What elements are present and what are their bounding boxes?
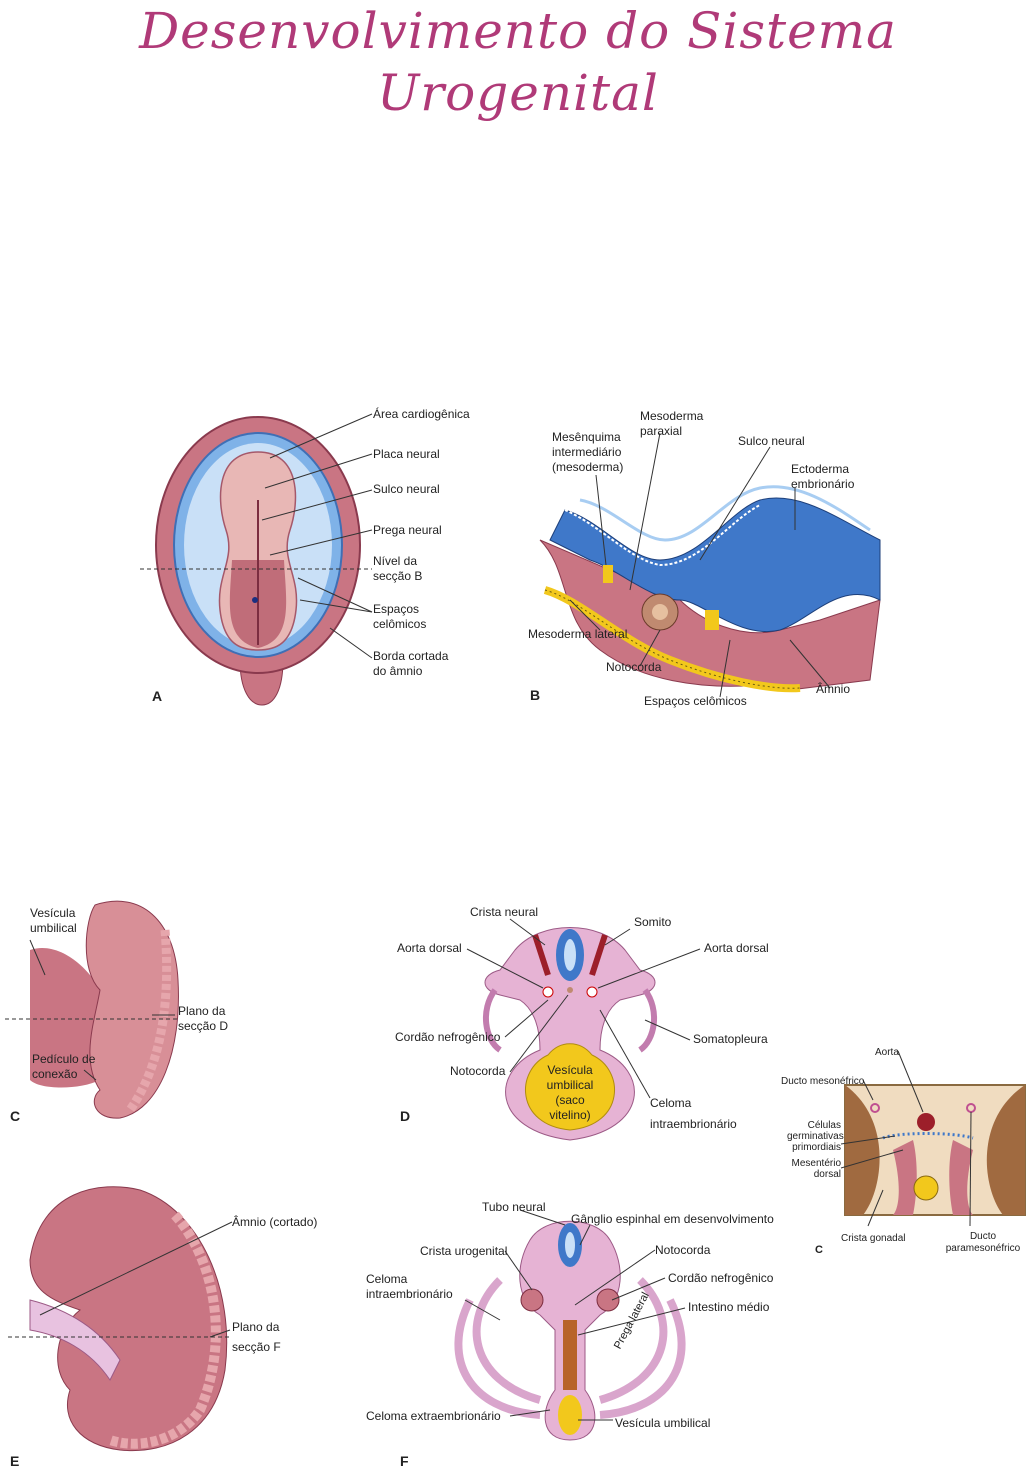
label-mesoderma-lateral: Mesoderma lateral: [528, 627, 628, 641]
label-amnio-cortado: Âmnio (cortado): [232, 1215, 318, 1229]
panel-b: B: [530, 687, 541, 703]
label-somito: Somito: [634, 915, 672, 929]
page-title: Desenvolvimento do Sistema Urogenital: [139, 2, 897, 122]
figure-c-drawing: [5, 900, 180, 1119]
panel-a: A: [152, 688, 163, 704]
label-prega-neural: Prega neural: [373, 523, 442, 537]
label-vesicula-umbilical-f: Vesícula umbilical: [615, 1416, 711, 1430]
panel-f: F: [400, 1453, 409, 1469]
inset-drawing: [840, 1050, 1026, 1227]
figure-a-drawing: [140, 416, 372, 706]
label-notocorda-f: Notocorda: [655, 1243, 711, 1257]
label-notocorda-d: Notocorda: [450, 1064, 506, 1078]
figure-e-drawing: [8, 1186, 230, 1452]
label-somatopleura: Somatopleura: [693, 1032, 768, 1046]
figure-d-drawing: [482, 927, 658, 1141]
label-cordao-nefrogenico-d: Cordão nefrogênico: [395, 1030, 501, 1044]
inset-label-crista: Crista gonadal: [841, 1233, 906, 1244]
label-espacos-celomicos-b: Espaços celômicos: [644, 694, 747, 708]
panel-e: E: [10, 1453, 20, 1469]
figure-b-drawing: [539, 485, 881, 693]
label-aorta-dorsal-right: Aorta dorsal: [704, 941, 769, 955]
figure-f-drawing: [454, 1220, 686, 1441]
label-placa-neural: Placa neural: [373, 447, 440, 461]
label-amnio-b: Âmnio: [816, 682, 851, 696]
label-tubo-neural: Tubo neural: [482, 1200, 546, 1214]
label-ganglio-espinhal: Gânglio espinhal em desenvolvimento: [571, 1212, 774, 1226]
label-sulco-neural-b: Sulco neural: [738, 434, 805, 448]
label-cordao-nefrogenico-f: Cordão nefrogênico: [668, 1271, 774, 1285]
label-notocorda-b: Notocorda: [606, 660, 662, 674]
label-celoma-extra: Celoma extraembrionário: [366, 1409, 501, 1423]
label-crista-neural: Crista neural: [470, 905, 539, 919]
panel-d: D: [400, 1108, 411, 1124]
label-sulco-neural: Sulco neural: [373, 482, 440, 496]
inset-panel-c: C: [815, 1244, 823, 1256]
label-intestino-medio: Intestino médio: [688, 1300, 770, 1314]
panel-c: C: [10, 1108, 21, 1124]
inset-label-ducto-meso: Ducto mesonéfrico: [781, 1076, 865, 1087]
leader-lines: [29, 413, 831, 1421]
label-aorta-dorsal-left: Aorta dorsal: [397, 941, 462, 955]
label-area-cardiogenica: Área cardiogênica: [373, 407, 470, 421]
label-crista-urogenital: Crista urogenital: [420, 1244, 508, 1258]
inset-label-aorta: Aorta: [875, 1047, 899, 1058]
